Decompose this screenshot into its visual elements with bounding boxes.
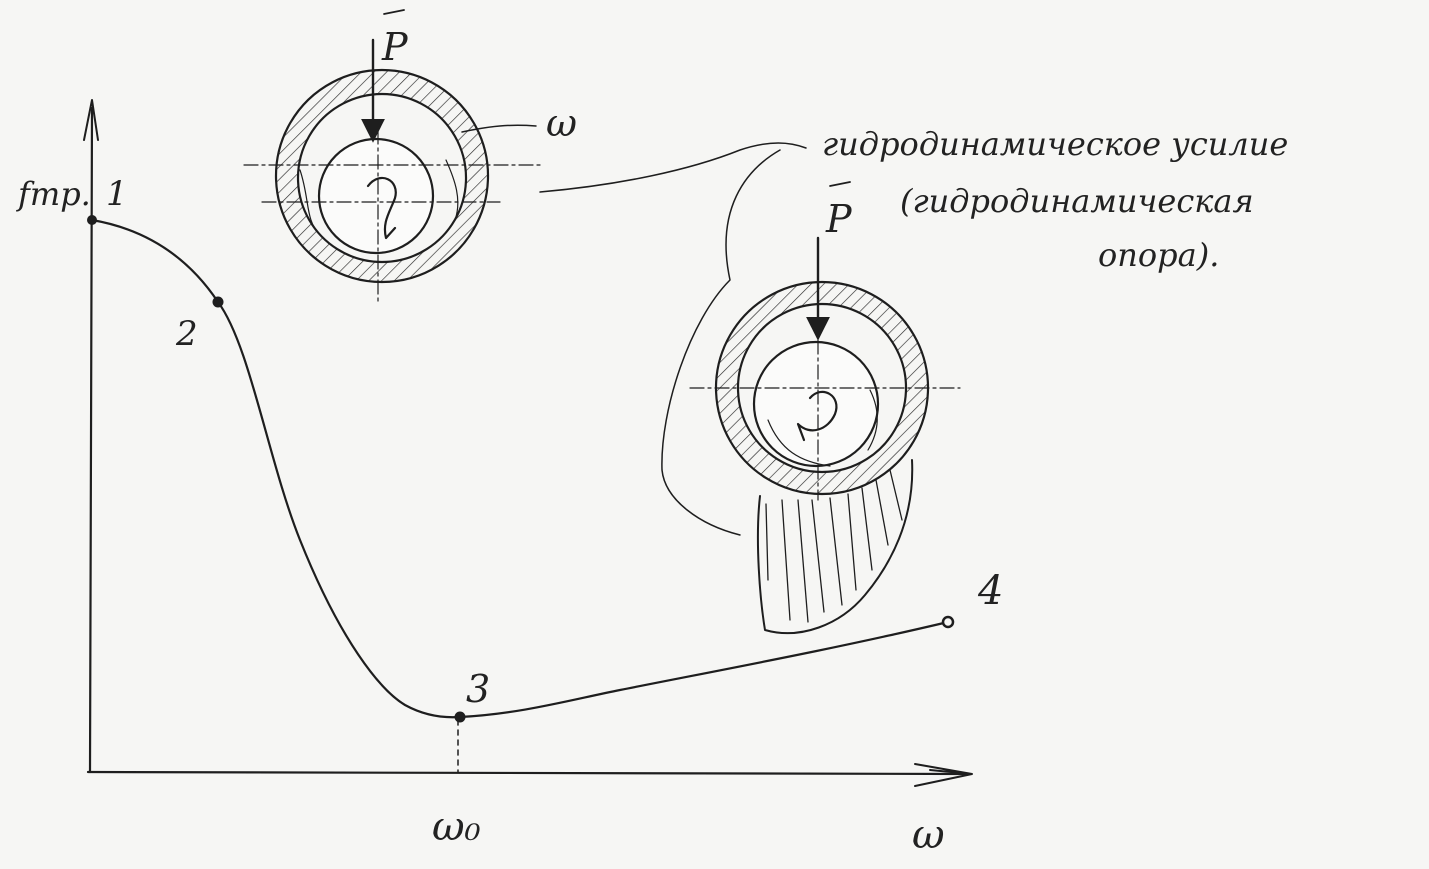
right-force-label: P <box>825 197 853 241</box>
top-rotation-arrow <box>366 176 397 240</box>
curve-point-3 <box>454 711 466 723</box>
curve-point-1-label: 1 <box>106 174 128 214</box>
right-bearing-housing <box>714 280 930 496</box>
annotation-line-1: гидродинамическое усилие <box>822 125 1288 163</box>
right-force-label-vector-bar <box>829 181 851 187</box>
right-rotation-arrow <box>796 390 838 442</box>
top-force-label: P <box>381 25 409 69</box>
curve-point-2 <box>212 296 224 308</box>
top-rotation-label: ω <box>546 101 577 145</box>
curve-point-4-label: 4 <box>977 568 1003 614</box>
curve-points <box>87 215 955 723</box>
x-axis-arrow <box>914 763 973 787</box>
omega0-label: ω₀ <box>432 804 481 850</box>
y-axis-label: fтр. <box>16 175 91 213</box>
curve-point-4 <box>941 615 955 629</box>
annotation-line-2: (гидродинамическая <box>900 182 1254 220</box>
top-bearing-shaft <box>317 137 435 255</box>
curve-point-1 <box>87 215 97 225</box>
top-force-label-vector-bar <box>383 9 405 15</box>
pressure-vectors <box>765 469 903 623</box>
pressure-distribution <box>756 459 914 635</box>
right-bearing-sketch <box>539 142 961 635</box>
y-axis-arrow <box>83 99 99 141</box>
top-omega-leader <box>461 124 537 133</box>
right-bearing-shaft <box>752 340 880 468</box>
x-axis-label: ω <box>912 812 945 858</box>
x-axis <box>86 770 970 776</box>
annotation-line-3: опора). <box>1098 236 1219 274</box>
curve-point-2-label: 2 <box>175 314 198 354</box>
top-bearing-sketch <box>243 38 541 306</box>
hydro-leader <box>539 142 807 536</box>
top-bearing-housing <box>274 68 490 284</box>
curve-point-3-label: 3 <box>466 667 490 711</box>
